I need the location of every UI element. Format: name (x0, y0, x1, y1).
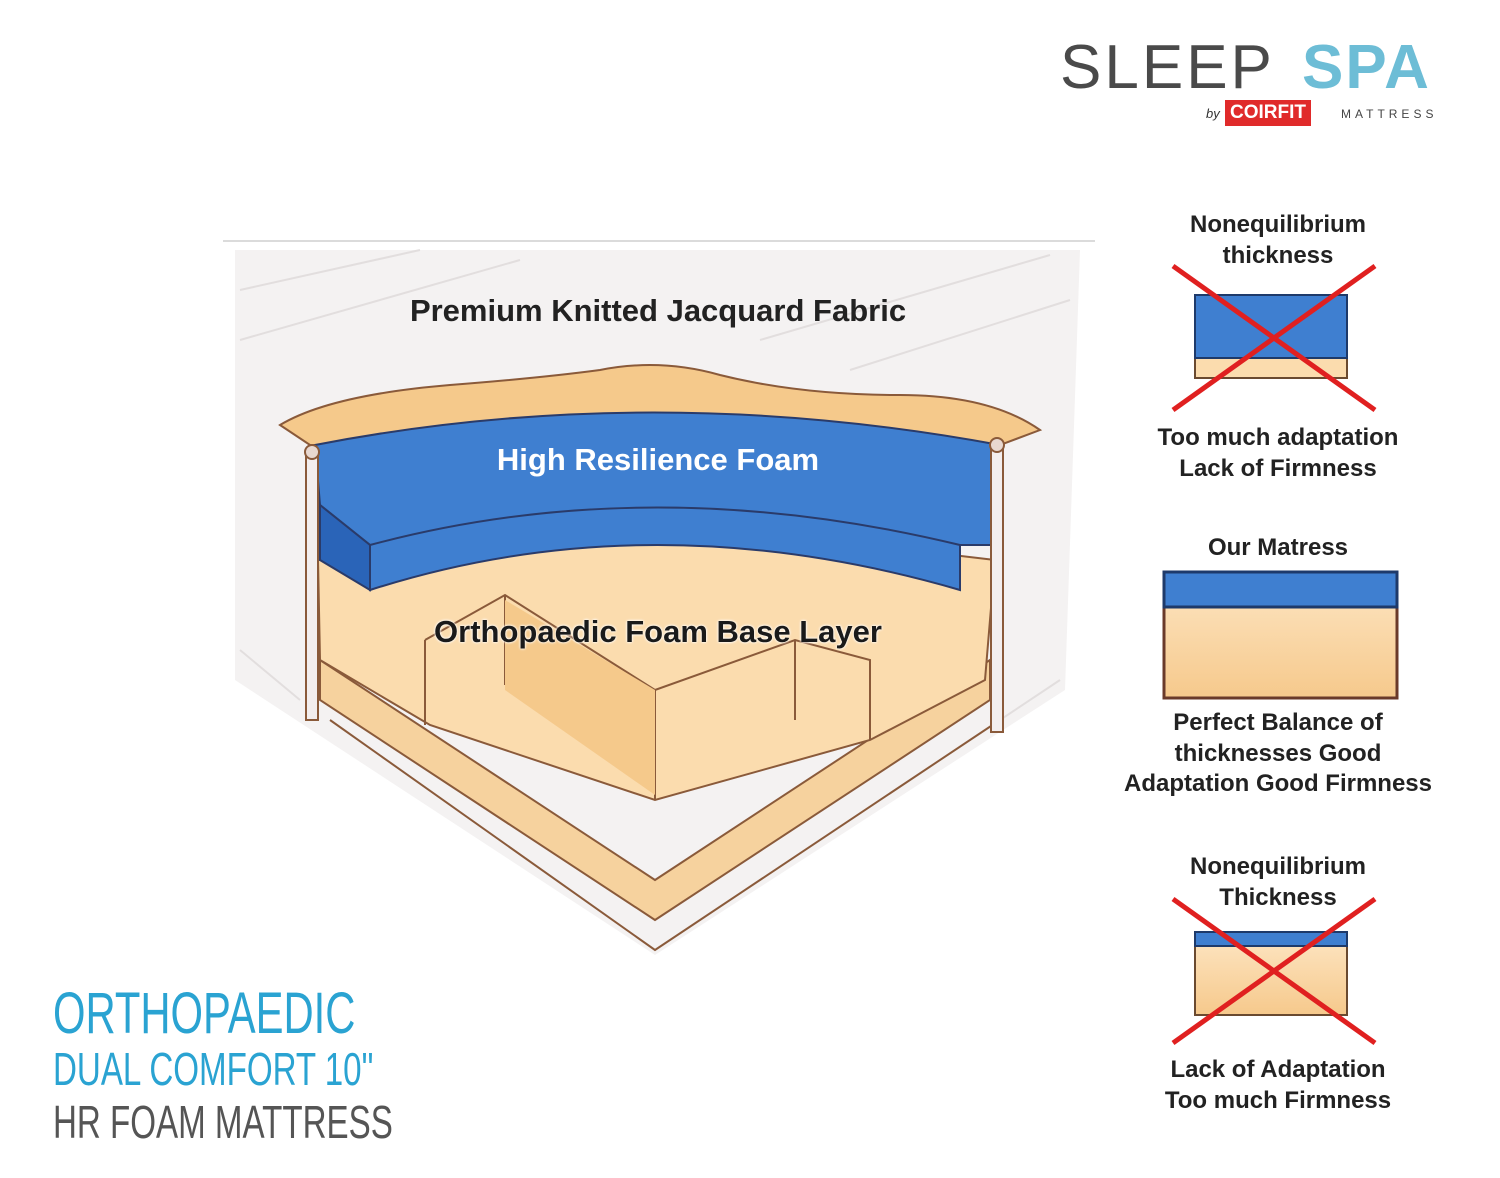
logo-coirfit: COIRFIT (1225, 100, 1311, 126)
comparison-1-graphic (1171, 263, 1377, 413)
label-fabric: Premium Knitted Jacquard Fabric (409, 293, 907, 328)
comparison-3-caption-1: Lack of Adaptation (1170, 1056, 1386, 1083)
logo-by: by (1206, 106, 1220, 121)
logo-sleep: SLEEP (1060, 33, 1275, 102)
comparison-3-title-2: Thickness (1219, 884, 1337, 911)
comparison-1-caption-1: Too much adaptation (1157, 424, 1399, 451)
product-line-3: HR FOAM MATTRESS (53, 1096, 393, 1148)
comparison-2-caption-1: Perfect Balance of (1173, 709, 1383, 736)
fabric-stripes (239, 249, 1071, 721)
comparison-2-graphic (1162, 570, 1399, 700)
comparison-2-caption-3: Adaptation Good Firmness (1123, 770, 1432, 797)
corner-pole-left (305, 449, 319, 721)
comparison-3-graphic (1171, 896, 1377, 1046)
cross-icon (1171, 896, 1377, 1046)
product-line-1: ORTHOPAEDIC (53, 981, 356, 1046)
comparison-3-caption-2: Too much Firmness (1164, 1087, 1392, 1114)
logo-spa: SPA (1302, 33, 1431, 102)
product-line-2: DUAL COMFORT 10" (53, 1043, 374, 1095)
label-hr-foam: High Resilience Foam (496, 442, 820, 477)
label-base-layer: Orthopaedic Foam Base Layer (434, 614, 882, 649)
brand-logo: SLEEP SPA by COIRFIT MATTRESS (1060, 33, 1450, 128)
comparison-2-title: Our Matress (1207, 534, 1349, 561)
comparison-3-title-1: Nonequilibrium (1190, 853, 1366, 880)
comparison-2-caption-2: thicknesses Good (1174, 740, 1382, 767)
logo-mattress: MATTRESS (1341, 107, 1438, 121)
cross-icon (1171, 263, 1377, 413)
comparison-1-caption-2: Lack of Firmness (1179, 455, 1377, 482)
comparison-1-title: Nonequilibrium thickness (1190, 211, 1366, 269)
corner-pole-right (990, 441, 1004, 733)
